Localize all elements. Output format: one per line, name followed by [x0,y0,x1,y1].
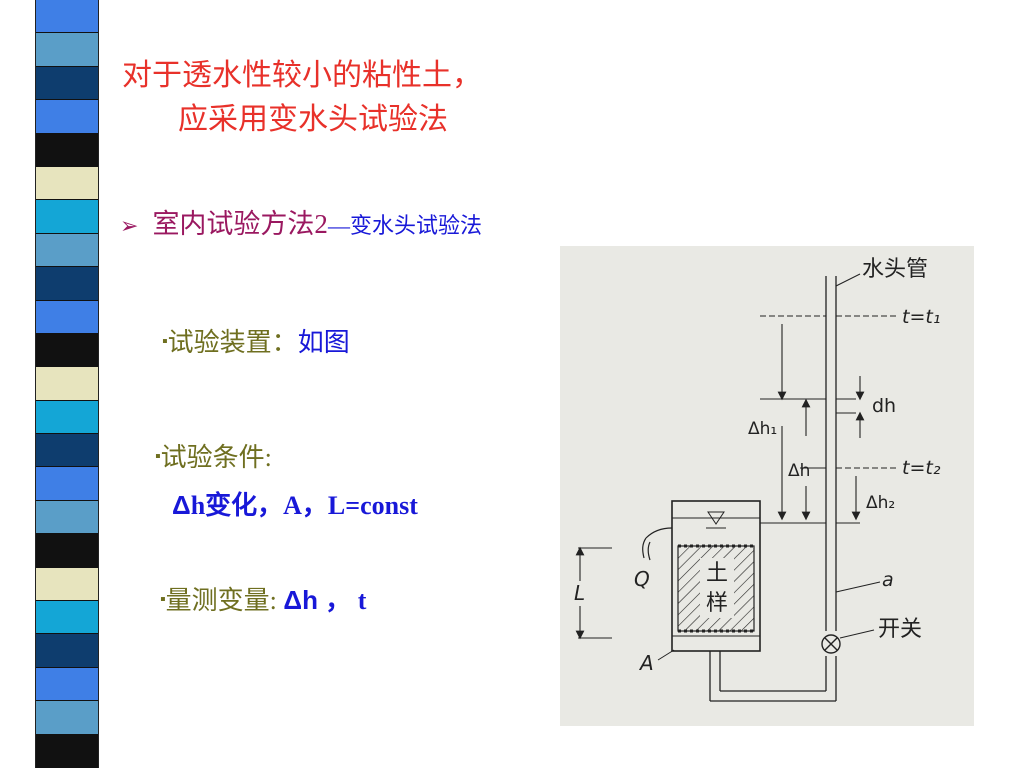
apparatus-value: 如图 [297,328,350,357]
label-delta-h: Δh [788,461,810,481]
label-switch: 开关 [878,617,922,642]
heading-sub: —变水头试验法 [327,213,482,238]
tube-leader [835,273,861,287]
stripe-segment [36,300,98,334]
stripe-segment [36,267,98,301]
standpipe [825,276,837,631]
water-level-icon [707,511,725,525]
label-a: a [882,569,894,591]
measured-delta: Δ [283,585,303,615]
measured-label: 量测变量: [165,586,284,615]
measured-value: h ， [302,585,352,615]
decorative-stripe [35,0,99,768]
stripe-segment [36,133,98,167]
stripe-segment [36,367,98,401]
stripe-segment [36,734,98,768]
label-backdrop [700,558,734,618]
stripe-segment [36,233,98,268]
apparatus-diagram: 水头管 t=t₁ dh Δh₁ Δh t=t₂ Δh₂ Q 土 样 L a 开关… [574,257,941,702]
label-t2: t=t₂ [902,457,941,479]
stripe-segment [36,500,98,535]
stripe-segment [36,667,98,702]
arrow-bullet-icon: ➢ [120,213,139,238]
delta-symbol: Δ [172,490,191,520]
stripe-segment [36,534,98,568]
label-A: A [638,651,654,675]
label-Q: Q [634,567,650,591]
conditions-value: Δh变化，A，L=const [172,485,418,522]
stripe-segment [36,467,98,501]
falling-head-apparatus-figure: 水头管 t=t₁ dh Δh₁ Δh t=t₂ Δh₂ Q 土 样 L a 开关… [560,246,974,726]
stripe-segment [36,200,98,234]
stripe-segment [36,434,98,468]
title-line-1: 对于透水性较小的粘性土， [122,59,482,92]
apparatus-label: 试验装置： [167,328,298,357]
stripe-segment [36,634,98,668]
label-water-head-tube: 水头管 [862,257,928,282]
label-dh: dh [872,395,896,417]
stripe-segment [36,567,98,602]
item-conditions: ▪试验条件: [155,437,272,474]
stripe-segment [36,33,98,67]
conditions-value-text: h变化，A，L=const [190,491,418,520]
A-leader [657,649,675,661]
stripe-segment [36,400,98,435]
label-soil: 土 [706,561,728,586]
label-sample: 样 [706,591,728,616]
square-bullet-icon: ▪ [162,333,168,350]
stripe-segment [36,66,98,101]
a-leader [835,581,881,593]
stripe-segment [36,0,98,34]
label-delta-h2: Δh₂ [866,493,895,513]
valve-icon [821,634,841,654]
dimension-arrows [575,324,865,640]
stripe-segment [36,166,98,201]
conditions-label: 试验条件: [160,443,272,472]
measured-value-t: t [357,586,367,615]
connecting-pipe [709,651,837,702]
stripe-segment [36,100,98,134]
label-delta-h1: Δh₁ [748,419,777,439]
title-line-2: 应采用变水头试验法 [178,103,448,136]
valve-leader [839,629,875,639]
square-bullet-icon: ▪ [160,591,166,608]
stripe-segment [36,601,98,635]
item-apparatus: ▪试验装置：如图 [162,322,350,359]
overflow-spout [642,527,673,561]
label-L: L [574,581,585,605]
section-heading: ➢ 室内试验方法2—变水头试验法 [120,202,482,241]
heading-main: 室内试验方法2 [152,209,328,239]
stripe-segment [36,701,98,735]
level-marks [760,315,896,524]
label-t1: t=t₁ [902,306,940,328]
stripe-segment [36,333,98,368]
item-measured: ▪量测变量: Δh ， t [160,580,366,617]
square-bullet-icon: ▪ [155,448,161,465]
